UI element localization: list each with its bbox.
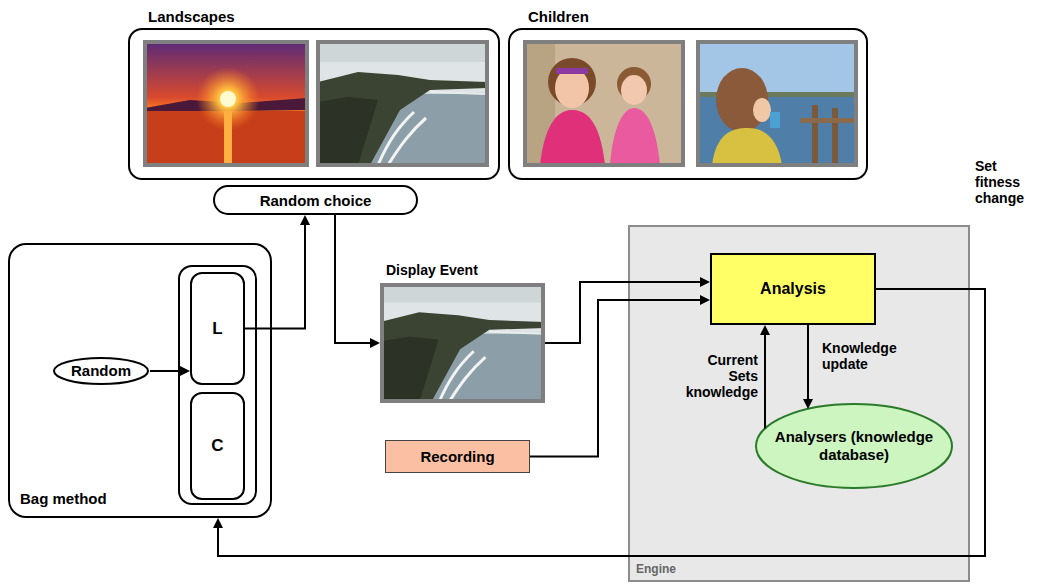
set-box: C xyxy=(190,392,245,500)
arrowhead xyxy=(213,518,223,528)
edge-label: Current Sets knowledge xyxy=(682,352,758,400)
edge-label-box: Set fitness change xyxy=(975,158,1041,206)
arrowhead xyxy=(300,215,310,225)
process-pill: Random choice xyxy=(213,185,418,215)
edge-label-box: Knowledge update xyxy=(822,340,914,372)
flow-arrow xyxy=(150,366,190,376)
connector-line xyxy=(245,225,305,329)
node-label: Analysers (knowledge database) xyxy=(769,428,939,464)
input-ellipse: Random xyxy=(52,356,150,386)
node-label: Display Event xyxy=(386,262,478,278)
flow-arrow xyxy=(245,215,310,329)
node-label: L xyxy=(212,319,222,339)
recording-box: Recording xyxy=(385,440,530,473)
display-photo: Display Event xyxy=(380,283,545,403)
engine-panel: Engine AnalysisAnalysers (knowledge datab… xyxy=(628,225,970,582)
analysis-box: Analysis xyxy=(710,253,876,325)
database-ellipse: Analysers (knowledge database) xyxy=(754,402,954,490)
connector-line xyxy=(150,370,180,372)
node-label: Engine xyxy=(636,562,676,576)
edge-label: Set fitness change xyxy=(975,158,1041,206)
photo-set-box: Landscapes xyxy=(128,28,500,180)
connector-line xyxy=(764,335,766,428)
flow-arrow xyxy=(335,215,380,348)
connector-line xyxy=(807,325,809,399)
node-label: Landscapes xyxy=(148,8,235,25)
set-box: L xyxy=(190,272,245,385)
photo-set-box: Children xyxy=(508,28,868,180)
connector-line xyxy=(335,215,370,343)
node-label: Analysis xyxy=(760,280,826,298)
node-label: Recording xyxy=(420,448,494,465)
node-label: C xyxy=(211,436,223,456)
edge-label-box: Current Sets knowledge xyxy=(682,352,758,400)
node-label: Bag method xyxy=(20,490,107,507)
node-label: Random xyxy=(71,362,131,380)
arrowhead xyxy=(180,366,190,376)
node-label: Children xyxy=(528,8,589,25)
edge-label: Knowledge update xyxy=(822,340,914,372)
method-box: Bag method Random L C xyxy=(8,243,272,518)
node-label: Random choice xyxy=(260,192,372,209)
arrowhead xyxy=(370,338,380,348)
